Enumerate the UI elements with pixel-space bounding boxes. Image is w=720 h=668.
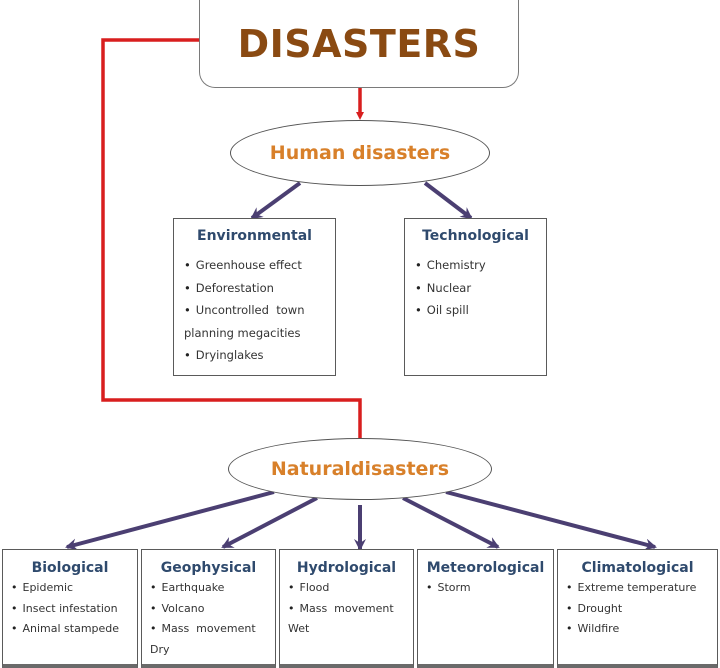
- natural-to-biological-arrow: [65, 490, 275, 551]
- category-hydrological: Hydrological Flood Mass movement Wet: [279, 549, 414, 668]
- item-list: Chemistry Nuclear Oil spill: [405, 254, 546, 322]
- item-list: Earthquake Volcano Mass movement Dry: [142, 578, 275, 660]
- item-list: Epidemic Insect infestation Animal stamp…: [3, 578, 137, 640]
- natural-disasters-node: Naturaldisasters: [228, 438, 492, 500]
- list-item: Animal stampede: [3, 619, 137, 640]
- root-to-natural-connector: [101, 38, 364, 446]
- category-meteorological: Meteorological Storm: [417, 549, 554, 668]
- natural-disasters-label: Naturaldisasters: [270, 458, 450, 480]
- natural-to-climatological-arrow: [445, 490, 657, 551]
- list-item: Insect infestation: [3, 599, 137, 620]
- list-item: Dry: [150, 642, 170, 656]
- list-item: Nuclear: [405, 277, 546, 300]
- list-item: Volcano: [142, 599, 275, 620]
- category-title: Meteorological: [426, 560, 545, 576]
- category-title: Biological: [31, 560, 109, 576]
- category-technological: Technological Chemistry Nuclear Oil spil…: [404, 218, 547, 376]
- human-to-environmental-arrow: [250, 181, 302, 220]
- list-item: Wet: [288, 622, 310, 635]
- category-title: Hydrological: [296, 560, 397, 576]
- human-disasters-label: Human disasters: [269, 142, 451, 164]
- natural-to-meteorological-arrow: [402, 496, 500, 549]
- item-list: Extreme temperature Drought Wildfire: [558, 578, 717, 640]
- category-title: Climatological: [581, 560, 694, 576]
- list-item: Storm: [418, 578, 553, 599]
- root-node-disasters: DISASTERS: [199, 0, 519, 88]
- root-label: DISASTERS: [237, 21, 481, 66]
- list-item: Wildfire: [558, 619, 717, 640]
- category-title: Technological: [422, 228, 529, 244]
- list-item: Greenhouse effect: [174, 254, 335, 277]
- category-climatological: Climatological Extreme temperature Droug…: [557, 549, 718, 668]
- list-item: Epidemic: [3, 578, 137, 599]
- item-list: Storm: [418, 578, 553, 599]
- list-item: Dryinglakes: [174, 344, 335, 367]
- list-item: Flood: [280, 578, 413, 599]
- category-environmental: Environmental Greenhouse effect Deforest…: [173, 218, 336, 376]
- category-biological: Biological Epidemic Insect infestation A…: [2, 549, 138, 668]
- list-item: Earthquake: [142, 578, 275, 599]
- human-disasters-node: Human disasters: [230, 120, 490, 186]
- category-title: Geophysical: [160, 560, 257, 576]
- list-item: Oil spill: [405, 299, 546, 322]
- list-item: Uncontrolled town: [174, 299, 335, 322]
- list-item: Drought: [558, 599, 717, 620]
- list-item: Mass movement: [142, 619, 275, 640]
- list-item: Deforestation: [174, 277, 335, 300]
- list-item: Chemistry: [405, 254, 546, 277]
- item-list: Flood Mass movement Wet: [280, 578, 413, 640]
- list-item: planning megacities: [184, 325, 301, 340]
- list-item: Mass movement: [280, 599, 413, 620]
- category-geophysical: Geophysical Earthquake Volcano Mass move…: [141, 549, 276, 668]
- category-title: Environmental: [197, 228, 312, 244]
- natural-to-geophysical-arrow: [221, 496, 318, 549]
- item-list: Greenhouse effect Deforestation Uncontro…: [174, 254, 335, 367]
- human-to-technological-arrow: [423, 181, 473, 220]
- list-item: Extreme temperature: [558, 578, 717, 599]
